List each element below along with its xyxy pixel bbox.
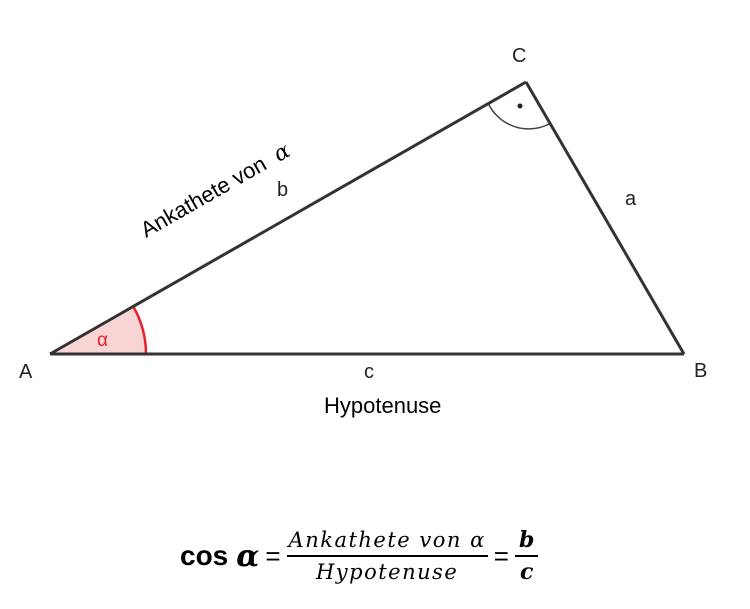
adjacent-side-alpha: α <box>269 138 294 167</box>
side-c-label: c <box>364 361 374 383</box>
side-a-line <box>524 81 686 355</box>
formula-fraction-bar-1 <box>286 555 488 557</box>
vertex-a-label: A <box>19 361 33 383</box>
formula-word-fraction: Ankathete von α Hypotenuse <box>286 525 488 587</box>
side-b-label: b <box>277 179 288 201</box>
formula-den-letter: c <box>519 559 534 585</box>
formula-fraction-bar-2 <box>514 555 539 557</box>
formula-equals-1: = <box>265 540 281 571</box>
side-b-line <box>49 80 527 356</box>
formula-equals-2: = <box>493 540 509 571</box>
formula-denominator: Hypotenuse <box>315 560 459 584</box>
cosine-formula: cos α = Ankathete von α Hypotenuse = b c <box>180 520 539 592</box>
triangle-diagram: A B C a b c α Ankathete von α Hypotenuse <box>19 45 707 418</box>
vertex-b-label: B <box>694 360 707 382</box>
angle-alpha-label: α <box>97 330 108 351</box>
right-angle-dot <box>517 103 523 109</box>
side-a-label: a <box>625 188 637 210</box>
vertex-c-label: C <box>512 45 526 67</box>
adjacent-side-name-text: Ankathete von <box>136 151 271 242</box>
formula-alpha: α <box>236 538 260 574</box>
angle-alpha-arc <box>131 305 148 355</box>
formula-num-letter: b <box>518 527 535 553</box>
formula-letter-fraction: b c <box>514 525 539 587</box>
formula-numerator: Ankathete von α <box>288 528 486 552</box>
right-angle-arc <box>487 102 552 130</box>
formula-cos: cos <box>180 540 229 571</box>
hypotenuse-side-name: Hypotenuse <box>324 393 441 418</box>
